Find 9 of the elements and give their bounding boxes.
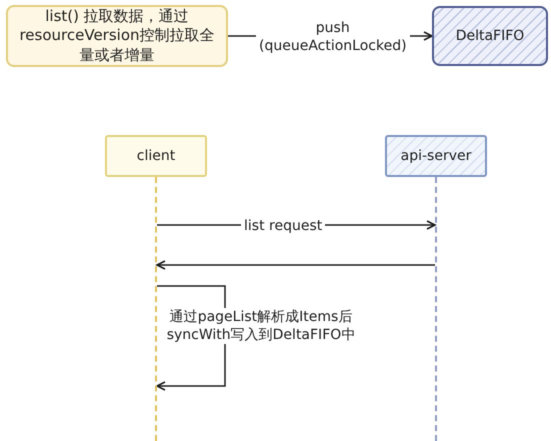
edge-label: list request (241, 217, 326, 236)
lifeline (435, 177, 437, 441)
participant-box: api-server (385, 135, 487, 177)
process-box: DeltaFIFO (432, 6, 548, 66)
lifeline (155, 177, 157, 441)
edge-label: push (queueActionLocked) (256, 19, 410, 56)
participant-box: client (105, 135, 207, 177)
process-box: list() 拉取数据，通过resourceVersion控制拉取全量或者增量 (6, 5, 228, 67)
arrow (156, 260, 435, 270)
